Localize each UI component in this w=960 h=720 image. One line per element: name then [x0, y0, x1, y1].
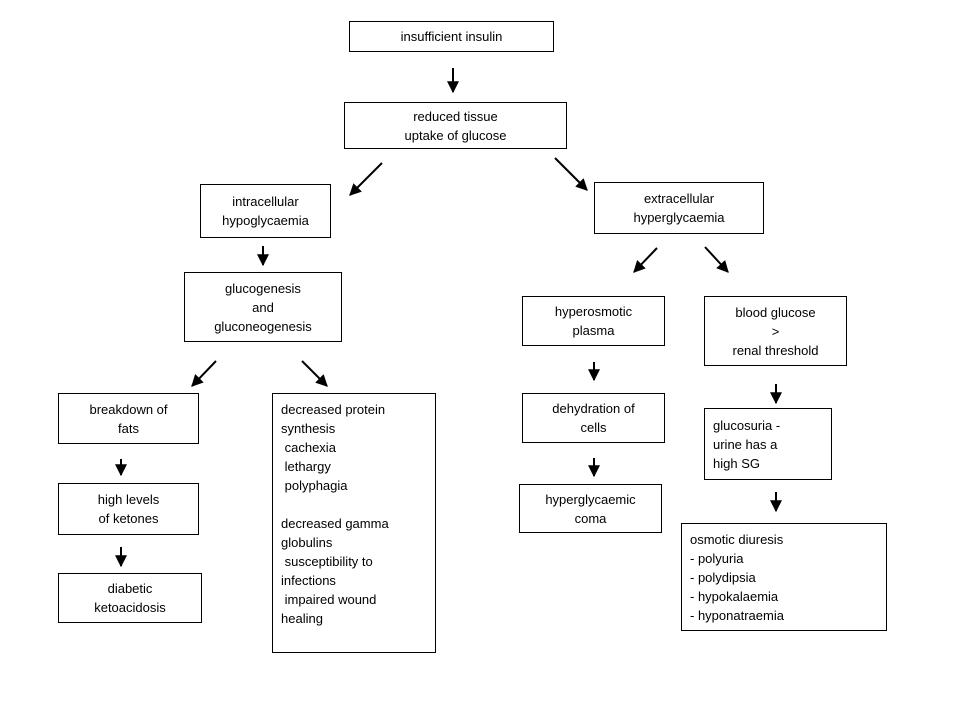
- node-line: susceptibility to: [281, 554, 373, 569]
- node-line: fats: [118, 420, 139, 436]
- node-reduced-tissue-uptake: reduced tissue uptake of glucose: [344, 102, 567, 149]
- node-blood-glucose-renal-threshold: blood glucose > renal threshold: [704, 296, 847, 366]
- arrow-extracellular-to-hyperosmotic: [633, 247, 658, 273]
- node-line: healing: [281, 611, 323, 626]
- node-line: decreased protein: [281, 402, 386, 417]
- node-line: - polyuria: [690, 550, 744, 566]
- node-intracellular-hypoglycaemia: intracellular hypoglycaemia: [200, 184, 331, 238]
- node-line: hyperglycaemic: [545, 491, 636, 507]
- node-insufficient-insulin: insufficient insulin: [349, 21, 554, 52]
- node-decreased-protein-synthesis: decreased protein synthesis cachexia let…: [272, 393, 436, 653]
- node-line: - polydipsia: [690, 569, 756, 585]
- node-line: extracellular: [643, 191, 715, 206]
- node-line: of ketones: [98, 511, 159, 526]
- node-line: infections: [281, 573, 336, 588]
- node-line: glucogenesis: [225, 280, 301, 296]
- node-line: urine has a: [713, 436, 778, 452]
- node-line: high levels: [97, 492, 160, 507]
- node-glucosuria: glucosuria - urine has a high SG: [704, 408, 832, 480]
- node-osmotic-diuresis: osmotic diuresis - polyuria - polydipsia…: [681, 523, 887, 631]
- node-line: - hyponatraemia: [690, 607, 784, 623]
- node-hyperglycaemic-coma: hyperglycaemic coma: [519, 484, 662, 533]
- node-high-levels-of-ketones: high levels of ketones: [58, 483, 199, 535]
- node-breakdown-of-fats: breakdown of fats: [58, 393, 199, 444]
- node-dehydration-of-cells: dehydration of cells: [522, 393, 665, 443]
- node-line: diabetic: [107, 581, 153, 596]
- node-line: hypoglycaemia: [222, 213, 309, 228]
- node-line: reduced tissue: [413, 108, 498, 124]
- node-line: insufficient insulin: [400, 29, 503, 44]
- node-line: lethargy: [281, 459, 331, 474]
- node-line: blood glucose: [735, 304, 816, 320]
- node-line: polyphagia: [281, 478, 348, 493]
- node-line: cachexia: [281, 440, 336, 455]
- node-extracellular-hyperglycaemia: extracellular hyperglycaemia: [594, 182, 764, 234]
- node-line: hyperosmotic: [554, 304, 633, 319]
- arrow-uptake-to-intracellular: [349, 162, 383, 196]
- arrow-glucogenesis-to-fats: [191, 360, 217, 387]
- node-line: cells: [580, 420, 607, 435]
- node-line: high SG: [713, 455, 760, 471]
- node-line: uptake of glucose: [404, 127, 507, 143]
- arrow-glucogenesis-to-protein: [301, 360, 328, 387]
- node-line: coma: [574, 510, 607, 526]
- node-line: - hypokalaemia: [690, 588, 779, 604]
- node-line: intracellular: [232, 194, 299, 209]
- node-line: renal threshold: [732, 342, 819, 358]
- node-line: dehydration of: [552, 401, 635, 416]
- node-line: globulins: [281, 535, 333, 550]
- arrow-extracellular-to-bloodglucose: [704, 246, 729, 273]
- arrow-uptake-to-extracellular: [554, 157, 588, 191]
- node-line: synthesis: [281, 421, 336, 436]
- node-line: >: [771, 323, 780, 339]
- node-hyperosmotic-plasma: hyperosmotic plasma: [522, 296, 665, 346]
- node-diabetic-ketoacidosis: diabetic ketoacidosis: [58, 573, 202, 623]
- node-line: osmotic diuresis: [690, 531, 784, 547]
- node-line: decreased gamma: [281, 516, 389, 531]
- node-line: breakdown of: [89, 401, 168, 417]
- node-line: impaired wound: [281, 592, 377, 607]
- node-glucogenesis-gluconeogenesis: glucogenesis and gluconeogenesis: [184, 272, 342, 342]
- node-line: and: [252, 299, 274, 315]
- node-line: ketoacidosis: [94, 600, 166, 615]
- node-line: glucosuria -: [713, 417, 781, 433]
- node-line: hyperglycaemia: [633, 210, 725, 225]
- node-line: gluconeogenesis: [214, 318, 312, 334]
- node-line: plasma: [572, 323, 615, 338]
